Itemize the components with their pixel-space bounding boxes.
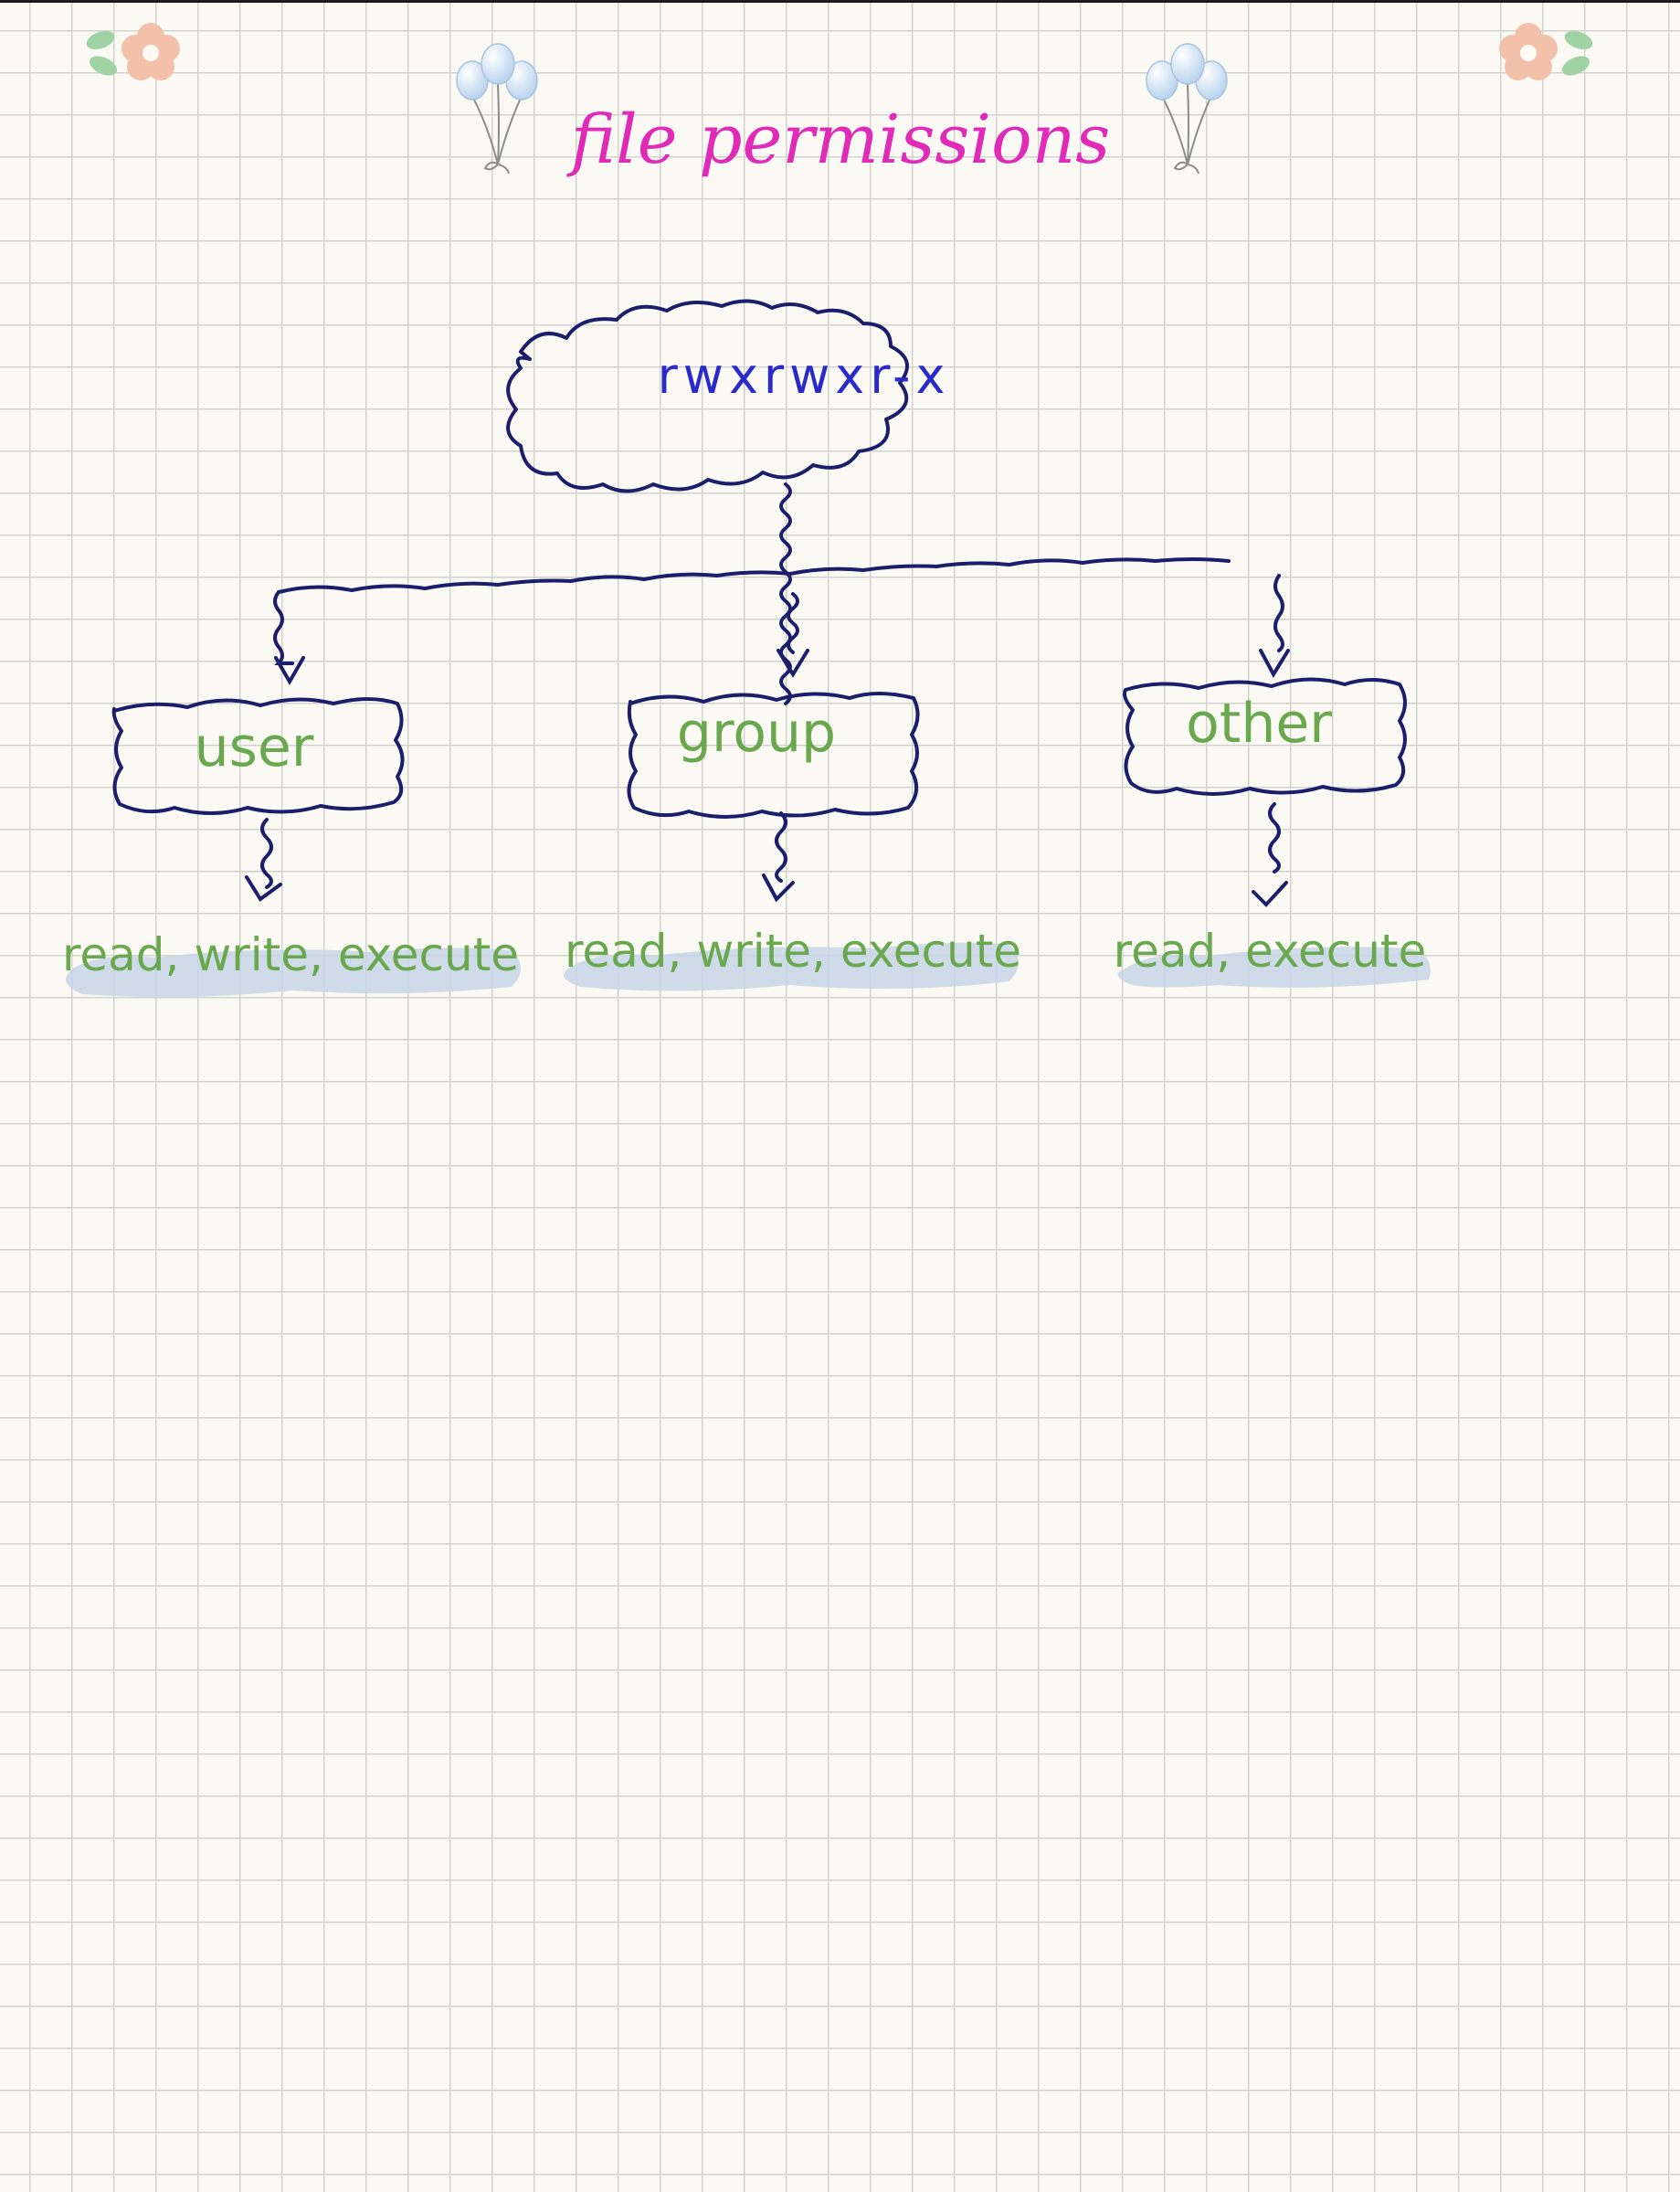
user-label: user [195,715,314,779]
other-connector [1273,574,1284,652]
page-title: file permissions [566,101,1111,179]
other-box [1123,677,1407,796]
other-label: other [1186,692,1332,756]
group-label: group [677,701,836,765]
other-permission-highlight [1117,947,1431,988]
arrow-down-icon [1252,881,1288,907]
arrow-down-icon [1259,649,1290,679]
arrow-down-icon [762,874,795,903]
balloons-icon [456,43,538,175]
top-edge-line [0,0,1680,3]
flower-icon [86,23,180,80]
arrow-down-icon [274,656,305,686]
group-permission-highlight [564,942,1019,991]
user-box [111,697,405,815]
balloons-icon [1146,43,1228,175]
user-permission-connector [260,818,273,889]
flower-icon [1499,23,1593,80]
root-label: rwxrwxr-x [658,347,951,405]
arrow-down-icon [777,649,809,678]
root-cloud [506,299,909,493]
user-connector [273,590,294,665]
group-connector [787,592,799,654]
group-box [627,692,920,819]
group-permission-label: read, write, execute [565,925,1021,978]
group-permission-connector [775,811,787,883]
user-permission-label: read, write, execute [62,928,519,981]
other-permission-connector [1268,802,1281,874]
user-permission-highlight [66,948,521,998]
arrow-down-icon [245,875,282,902]
other-permission-label: read, execute [1114,925,1427,978]
branch-bar [277,557,1231,594]
